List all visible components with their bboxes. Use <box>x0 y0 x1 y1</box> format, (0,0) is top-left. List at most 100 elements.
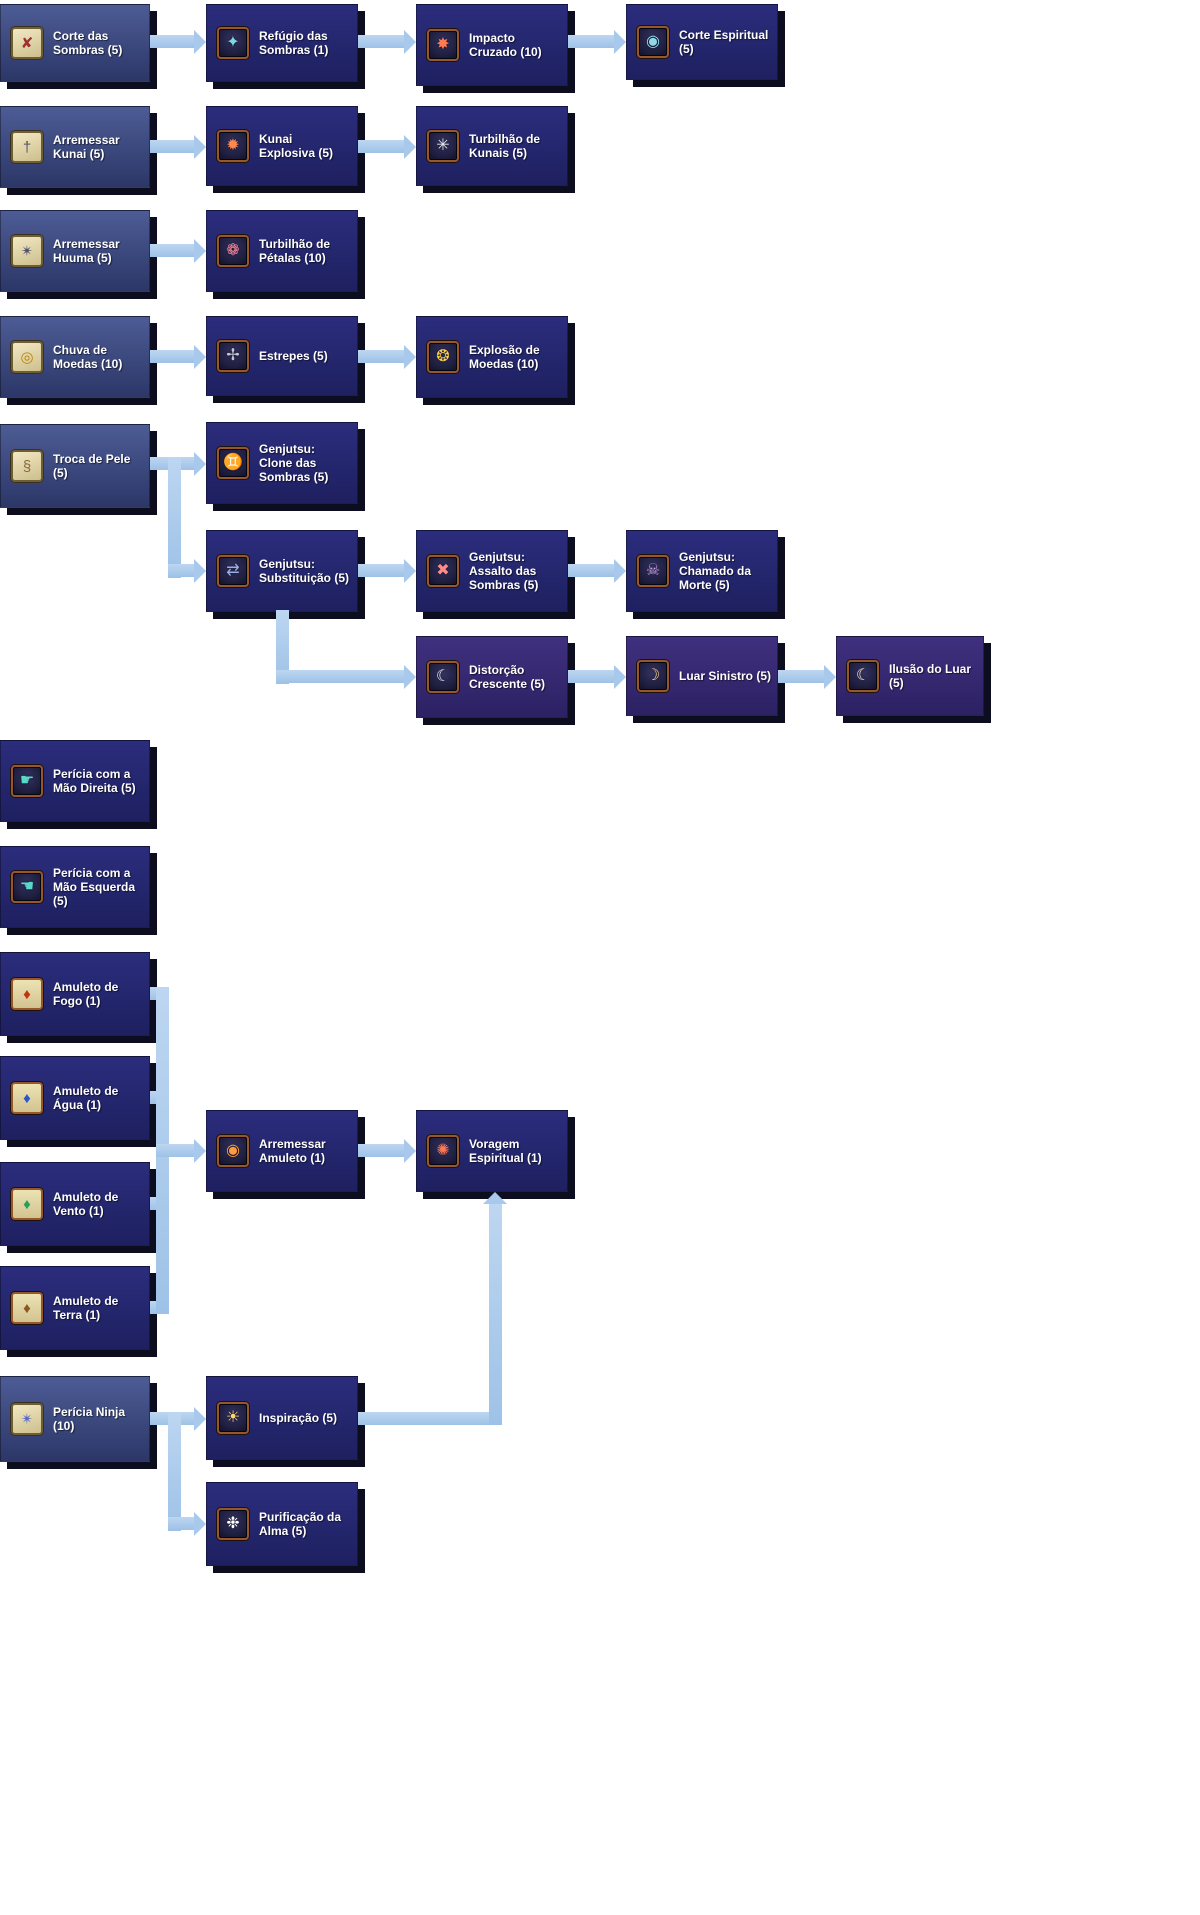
skill-label: Arremessar Amuleto (1) <box>259 1137 326 1165</box>
refugio-das-sombras-icon: ✦ <box>217 27 249 59</box>
connector-arrowhead-up <box>483 1192 507 1204</box>
skill-label: Ilusão do Luar (5) <box>889 662 972 690</box>
distorcao-crescente-icon: ☾ <box>427 661 459 693</box>
skill-label: Turbilhão de Kunais (5) <box>469 132 541 160</box>
skill-node-ilusao-do-luar[interactable]: ☾ Ilusão do Luar (5) <box>836 636 984 716</box>
skill-node-troca-de-pele[interactable]: § Troca de Pele (5) <box>0 424 150 508</box>
skill-node-genjutsu-assalto-das-sombras[interactable]: ✖ Genjutsu: Assalto das Sombras (5) <box>416 530 568 612</box>
skill-label: Troca de Pele (5) <box>53 452 131 480</box>
skill-node-distorcao-crescente[interactable]: ☾ Distorção Crescente (5) <box>416 636 568 718</box>
connector-arrowhead-right <box>194 239 206 263</box>
skill-label: Amuleto de Vento (1) <box>53 1190 119 1218</box>
skill-node-genjutsu-substituicao[interactable]: ⇄ Genjutsu: Substituição (5) <box>206 530 358 612</box>
skill-label: Explosão de Moedas (10) <box>469 343 540 371</box>
skill-node-arremessar-amuleto[interactable]: ◉ Arremessar Amuleto (1) <box>206 1110 358 1192</box>
skill-label: Refúgio das Sombras (1) <box>259 29 329 57</box>
skill-node-refugio-das-sombras[interactable]: ✦ Refúgio das Sombras (1) <box>206 4 358 82</box>
connector-arrowhead-right <box>194 559 206 583</box>
connector-arrowhead-right <box>404 345 416 369</box>
chuva-de-moedas-icon: ◎ <box>11 341 43 373</box>
connector-arrowhead-right <box>614 559 626 583</box>
connector-segment <box>168 457 181 578</box>
skill-node-pericia-mao-esquerda[interactable]: ☚ Perícia com a Mão Esquerda (5) <box>0 846 150 928</box>
skill-node-genjutsu-clone-das-sombras[interactable]: ♊ Genjutsu: Clone das Sombras (5) <box>206 422 358 504</box>
skill-label: Amuleto de Fogo (1) <box>53 980 119 1008</box>
connector-segment <box>276 610 289 684</box>
amuleto-vento-icon: ♦ <box>11 1188 43 1220</box>
connector-segment <box>168 1517 195 1530</box>
skill-node-amuleto-de-terra[interactable]: ♦ Amuleto de Terra (1) <box>0 1266 150 1350</box>
turbilhao-de-kunais-icon: ✳ <box>427 130 459 162</box>
skill-node-explosao-de-moedas[interactable]: ❂ Explosão de Moedas (10) <box>416 316 568 398</box>
skill-node-purificacao-da-alma[interactable]: ❉ Purificação da Alma (5) <box>206 1482 358 1566</box>
skill-node-genjutsu-chamado-da-morte[interactable]: ☠ Genjutsu: Chamado da Morte (5) <box>626 530 778 612</box>
skill-label: Arremessar Huuma (5) <box>53 237 120 265</box>
connector-arrowhead-right <box>194 30 206 54</box>
skill-label: Perícia Ninja (10) <box>53 1405 126 1433</box>
connector-arrowhead-right <box>194 1407 206 1431</box>
skill-node-chuva-de-moedas[interactable]: ◎ Chuva de Moedas (10) <box>0 316 150 398</box>
skill-node-pericia-mao-direita[interactable]: ☛ Perícia com a Mão Direita (5) <box>0 740 150 822</box>
connector-segment <box>358 140 405 153</box>
skill-label: Amuleto de Água (1) <box>53 1084 119 1112</box>
troca-de-pele-icon: § <box>11 450 43 482</box>
mao-esquerda-icon: ☚ <box>11 871 43 903</box>
connector-segment <box>156 1144 195 1157</box>
connector-arrowhead-right <box>404 1139 416 1163</box>
connector-segment <box>150 35 195 48</box>
estrepes-icon: ✢ <box>217 340 249 372</box>
skill-label: Genjutsu: Substituição (5) <box>259 557 350 585</box>
skill-node-amuleto-de-fogo[interactable]: ♦ Amuleto de Fogo (1) <box>0 952 150 1036</box>
pericia-ninja-icon: ✴ <box>11 1403 43 1435</box>
turbilhao-de-petalas-icon: ❁ <box>217 235 249 267</box>
skill-label: Perícia com a Mão Direita (5) <box>53 767 136 795</box>
connector-segment <box>150 244 195 257</box>
connector-segment <box>358 564 405 577</box>
connector-segment <box>168 1412 181 1531</box>
connector-arrowhead-right <box>194 1139 206 1163</box>
skill-node-turbilhao-de-kunais[interactable]: ✳ Turbilhão de Kunais (5) <box>416 106 568 186</box>
skill-node-kunai-explosiva[interactable]: ✹ Kunai Explosiva (5) <box>206 106 358 186</box>
connector-arrowhead-right <box>614 665 626 689</box>
skill-node-arremessar-kunai[interactable]: † Arremessar Kunai (5) <box>0 106 150 188</box>
arremessar-huuma-icon: ✴ <box>11 235 43 267</box>
connector-arrowhead-right <box>404 135 416 159</box>
skill-node-corte-espiritual[interactable]: ◉ Corte Espiritual (5) <box>626 4 778 80</box>
skill-label: Amuleto de Terra (1) <box>53 1294 119 1322</box>
skill-label: Arremessar Kunai (5) <box>53 133 120 161</box>
skill-node-arremessar-huuma[interactable]: ✴ Arremessar Huuma (5) <box>0 210 150 292</box>
connector-segment <box>276 670 405 683</box>
skill-node-amuleto-de-vento[interactable]: ♦ Amuleto de Vento (1) <box>0 1162 150 1246</box>
amuleto-fogo-icon: ♦ <box>11 978 43 1010</box>
skill-node-pericia-ninja[interactable]: ✴ Perícia Ninja (10) <box>0 1376 150 1462</box>
skill-label: Chuva de Moedas (10) <box>53 343 123 371</box>
skill-label: Kunai Explosiva (5) <box>259 132 334 160</box>
skill-node-voragem-espiritual[interactable]: ✺ Voragem Espiritual (1) <box>416 1110 568 1192</box>
skill-node-turbilhao-de-petalas[interactable]: ❁ Turbilhão de Pétalas (10) <box>206 210 358 292</box>
skill-label: Impacto Cruzado (10) <box>469 31 542 59</box>
skill-label: Perícia com a Mão Esquerda (5) <box>53 866 136 908</box>
skill-label: Inspiração (5) <box>259 1411 338 1425</box>
connector-segment <box>168 564 195 577</box>
genjutsu-clone-icon: ♊ <box>217 447 249 479</box>
skill-node-luar-sinistro[interactable]: ☽ Luar Sinistro (5) <box>626 636 778 716</box>
skill-label: Corte Espiritual (5) <box>679 28 769 56</box>
amuleto-terra-icon: ♦ <box>11 1292 43 1324</box>
skill-node-impacto-cruzado[interactable]: ✸ Impacto Cruzado (10) <box>416 4 568 86</box>
connector-segment <box>568 564 615 577</box>
connector-arrowhead-right <box>824 665 836 689</box>
connector-arrowhead-right <box>404 30 416 54</box>
arremessar-kunai-icon: † <box>11 131 43 163</box>
connector-segment <box>150 140 195 153</box>
skill-node-corte-das-sombras[interactable]: ✘ Corte das Sombras (5) <box>0 4 150 82</box>
impacto-cruzado-icon: ✸ <box>427 29 459 61</box>
connector-segment <box>358 1412 502 1425</box>
skill-node-inspiracao[interactable]: ☀ Inspiração (5) <box>206 1376 358 1460</box>
skill-label: Genjutsu: Assalto das Sombras (5) <box>469 550 539 592</box>
explosao-de-moedas-icon: ❂ <box>427 341 459 373</box>
skill-node-amuleto-de-agua[interactable]: ♦ Amuleto de Água (1) <box>0 1056 150 1140</box>
skill-node-estrepes[interactable]: ✢ Estrepes (5) <box>206 316 358 396</box>
skill-label: Genjutsu: Chamado da Morte (5) <box>679 550 752 592</box>
connector-segment <box>358 35 405 48</box>
